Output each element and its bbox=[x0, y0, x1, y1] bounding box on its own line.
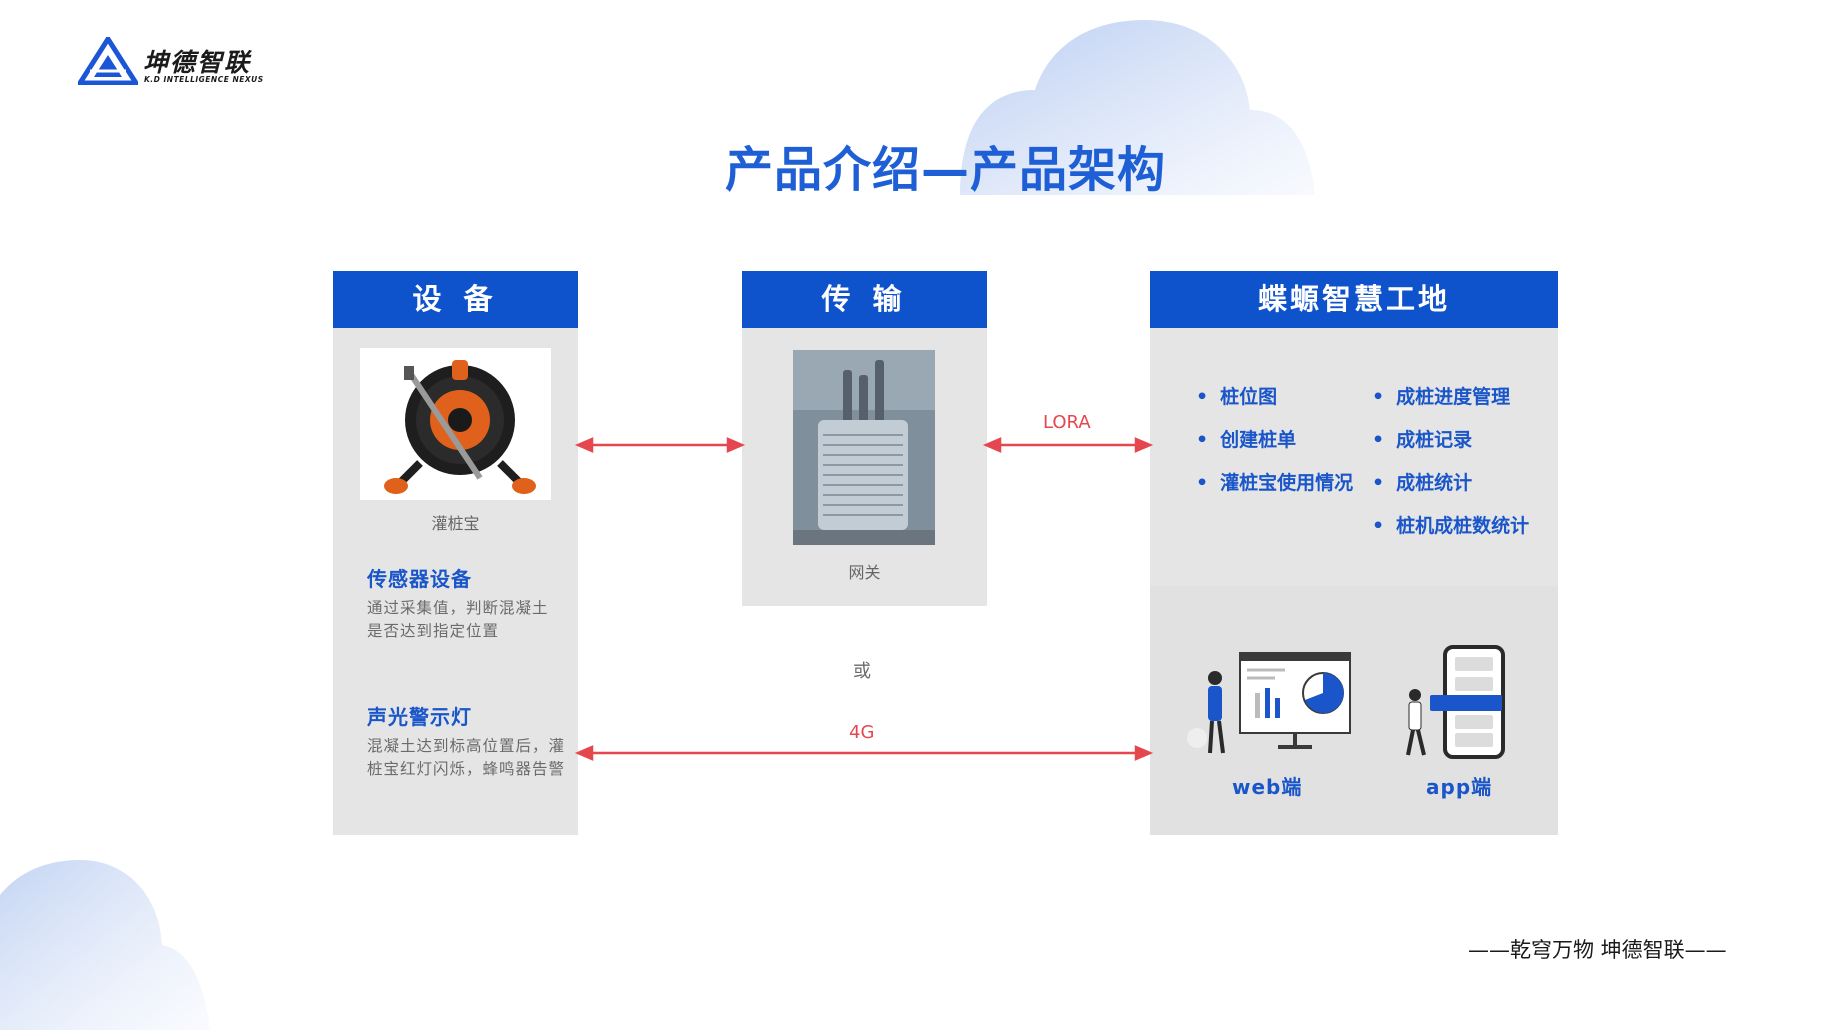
page-title: 产品介绍—产品架构 bbox=[0, 130, 1831, 200]
logo-tagline: K.D INTELLIGENCE NEXUS bbox=[144, 75, 264, 84]
arrowhead-icon bbox=[1134, 745, 1154, 761]
platform-panel-header: 蝶螈智慧工地 bbox=[1150, 271, 1558, 328]
feature-item: 桩机成桩数统计 bbox=[1372, 511, 1529, 538]
transport-panel-header: 传 输 bbox=[742, 271, 987, 328]
gateway-caption: 网关 bbox=[848, 563, 881, 582]
alarm-desc: 混凝土达到标高位置后，灌桩宝红灯闪烁，蜂鸣器告警 bbox=[367, 737, 566, 778]
arrowhead-icon bbox=[1134, 437, 1154, 453]
logo-mark-icon bbox=[78, 37, 138, 85]
feature-item: 桩位图 bbox=[1196, 382, 1277, 409]
feature-item: 创建桩单 bbox=[1196, 425, 1296, 452]
web-client-illustration bbox=[1187, 652, 1351, 754]
feature-item: 成桩进度管理 bbox=[1372, 382, 1510, 409]
lora-label: LORA bbox=[1043, 412, 1091, 433]
logo-name: 坤德智联 bbox=[143, 48, 252, 77]
cloud-decoration-top bbox=[960, 20, 1315, 195]
app-client-label: app端 bbox=[1426, 775, 1493, 799]
arrowhead-icon bbox=[574, 745, 594, 761]
arrowhead-icon bbox=[574, 437, 594, 453]
feature-item: 成桩记录 bbox=[1372, 425, 1472, 452]
pile-device-caption: 灌桩宝 bbox=[431, 514, 480, 533]
slogan: ——乾穹万物 坤德智联—— bbox=[1468, 938, 1727, 962]
feature-item: 成桩统计 bbox=[1372, 468, 1472, 495]
pile-device-image bbox=[360, 348, 551, 500]
gateway-illustration bbox=[793, 350, 935, 545]
app-client-illustration bbox=[1406, 645, 1505, 759]
arrowhead-icon bbox=[726, 437, 746, 453]
arrowhead-icon bbox=[982, 437, 1002, 453]
page-title-text: 产品介绍—产品架构 bbox=[724, 142, 1166, 198]
4g-label: 4G bbox=[849, 722, 875, 743]
pile-device-illustration bbox=[384, 360, 536, 494]
sensor-desc: 通过采集值，判断混凝土是否达到指定位置 bbox=[367, 599, 549, 640]
alarm-title: 声光警示灯 bbox=[367, 705, 472, 729]
device-panel-header: 设 备 bbox=[333, 271, 578, 328]
cloud-decoration-bottom bbox=[0, 860, 210, 1030]
feature-item: 灌桩宝使用情况 bbox=[1196, 468, 1353, 495]
or-label: 或 bbox=[853, 661, 871, 682]
sensor-title: 传感器设备 bbox=[367, 567, 472, 591]
gateway-image bbox=[793, 350, 935, 545]
web-client-label: web端 bbox=[1232, 775, 1303, 799]
company-logo: 坤德智联 K.D INTELLIGENCE NEXUS bbox=[78, 37, 268, 87]
transport-panel: 传 输 bbox=[742, 271, 987, 606]
